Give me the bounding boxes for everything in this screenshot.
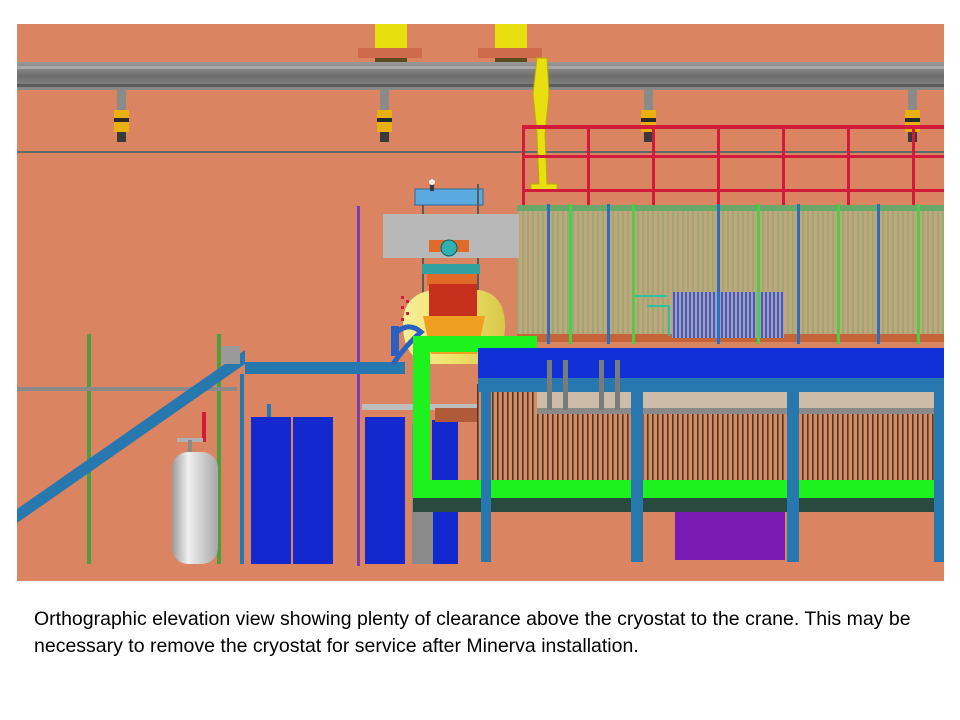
detector-blue-rods xyxy=(672,292,784,338)
purple-block xyxy=(675,512,785,560)
left-structure xyxy=(17,206,477,566)
figure-caption: Orthographic elevation view showing plen… xyxy=(34,608,911,657)
gas-tank xyxy=(172,438,218,564)
cryostat-elevation-view xyxy=(17,24,944,581)
handrail xyxy=(522,125,944,225)
detector-frame-rods xyxy=(547,204,920,344)
support-frame xyxy=(413,336,944,562)
